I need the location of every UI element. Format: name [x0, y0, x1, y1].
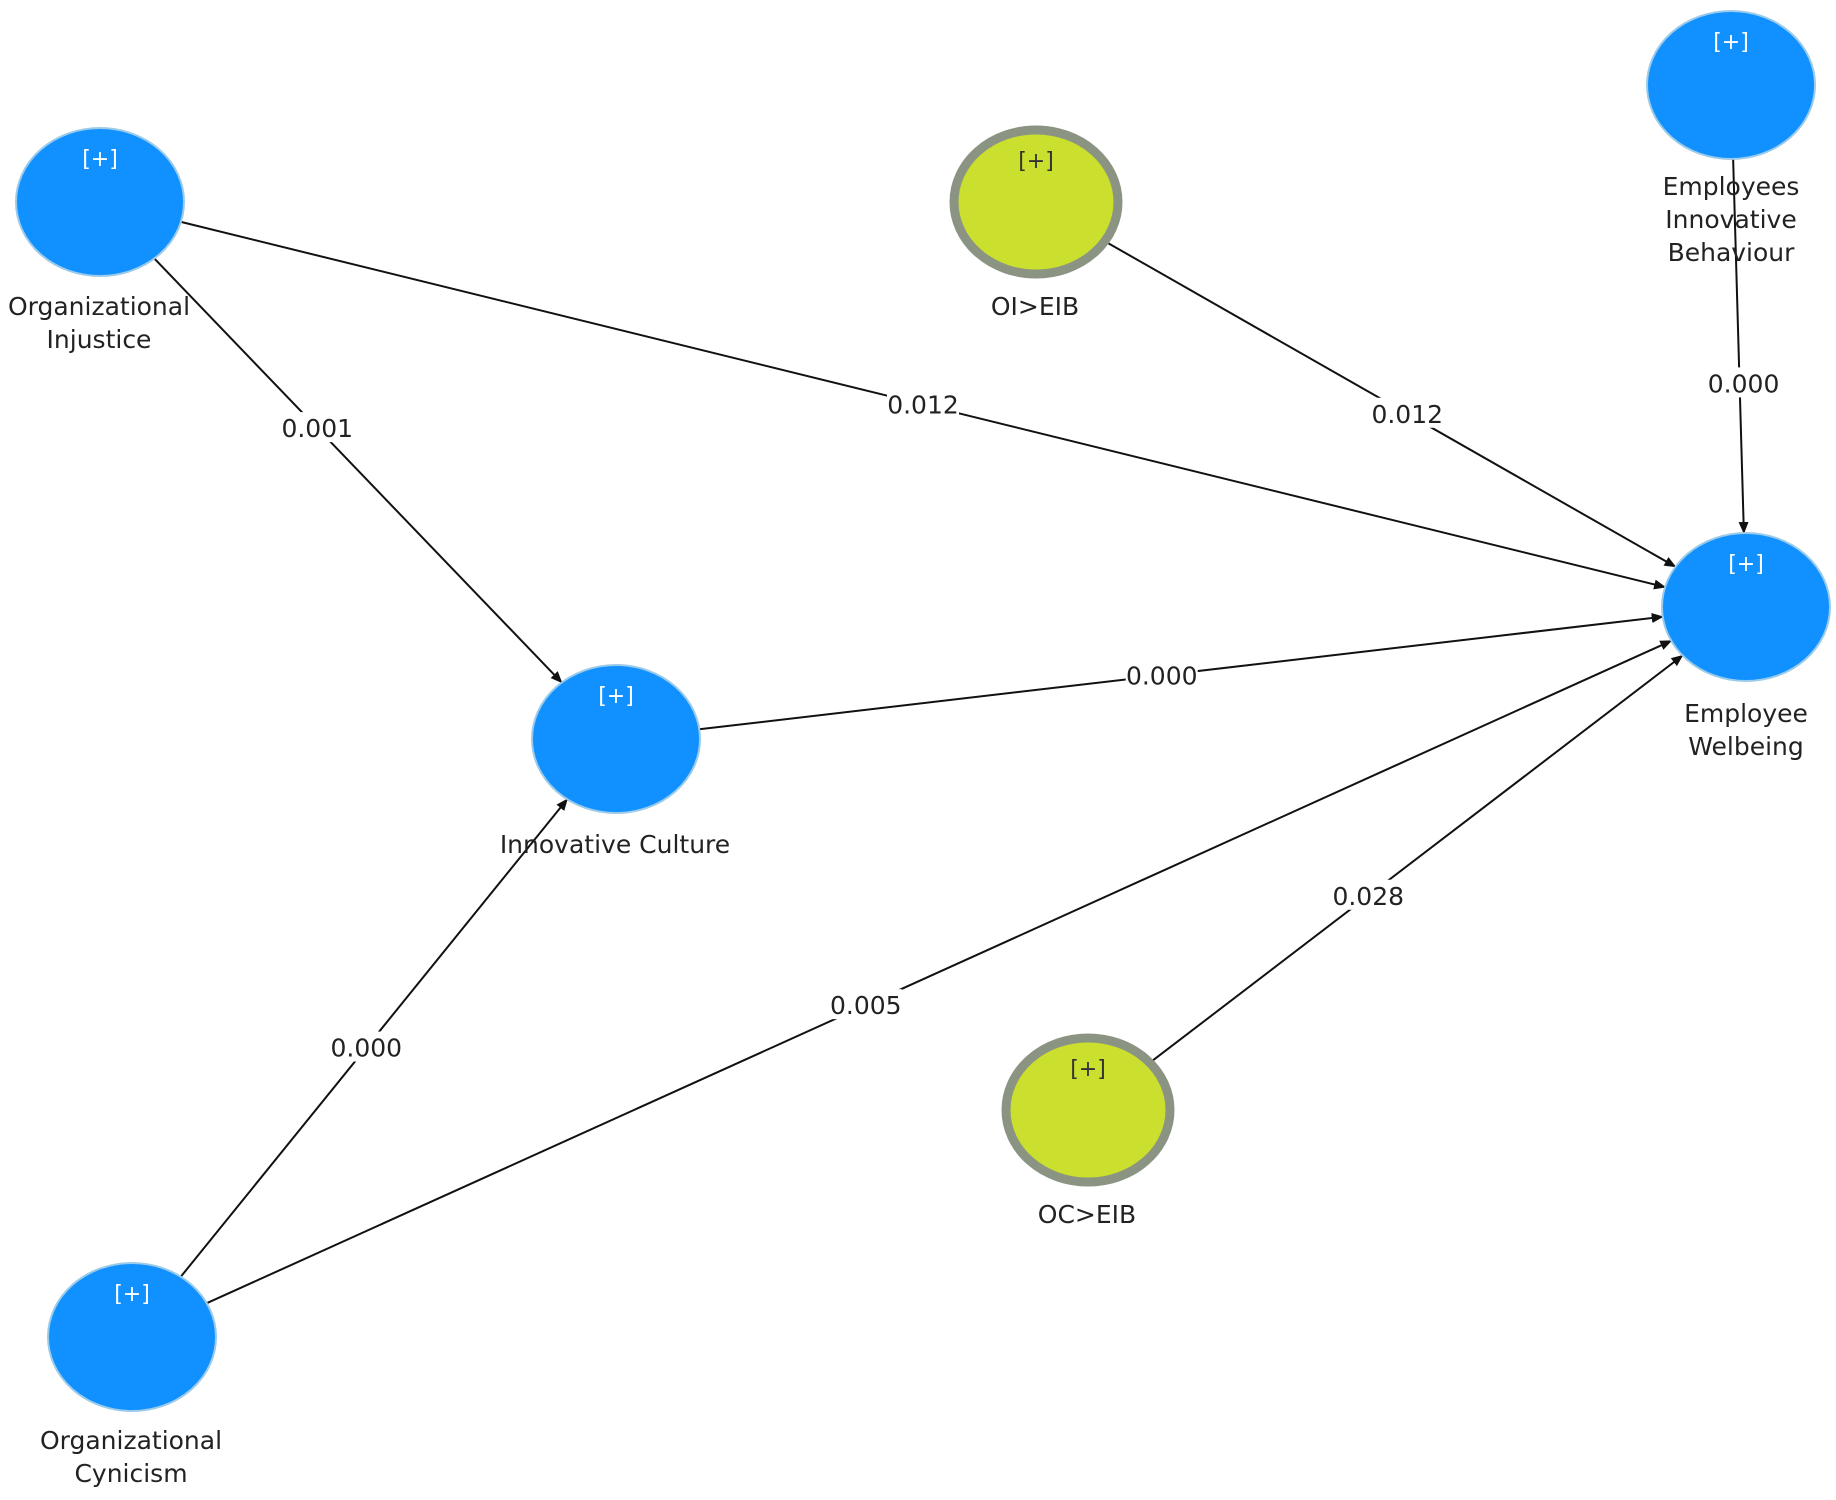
path-coefficient-label: 0.001: [281, 414, 353, 443]
path-coefficient-label: 0.012: [1371, 400, 1443, 429]
construct-ellipse[interactable]: [47, 1262, 217, 1412]
path-arrow[interactable]: [1732, 158, 1749, 535]
path-value-background: [281, 412, 354, 443]
construct-ellipse[interactable]: [1661, 532, 1831, 682]
node-label: Employee: [1684, 699, 1808, 728]
moderator-ellipse[interactable]: [949, 125, 1123, 279]
path-arrow[interactable]: [1149, 654, 1684, 1064]
path-value-background: [1371, 397, 1444, 428]
node-label: Welbeing: [1688, 732, 1804, 761]
node-oieib[interactable]: [+] OI>EIB: [949, 125, 1123, 321]
nodes-layer: [+]OrganizationalInjustice[+]Organizatio…: [8, 10, 1831, 1488]
construct-ellipse[interactable]: [15, 127, 185, 277]
construct-ellipse[interactable]: [1646, 10, 1816, 160]
node-label: Injustice: [47, 325, 152, 354]
node-label: Cynicism: [74, 1459, 187, 1488]
path-coefficient-label: 0.012: [887, 391, 959, 420]
expand-toggle[interactable]: [+]: [1018, 149, 1054, 174]
path-coefficient-label: 0.028: [1332, 882, 1404, 911]
node-label: OC>EIB: [1038, 1200, 1136, 1229]
path-value-background: [1707, 367, 1780, 398]
expand-toggle[interactable]: [+]: [1728, 552, 1764, 577]
expand-toggle[interactable]: [+]: [114, 1282, 150, 1307]
path-eib-to-ew[interactable]: 0.000: [1707, 158, 1780, 535]
path-value-background: [1125, 659, 1198, 690]
node-label: OI>EIB: [991, 292, 1079, 321]
moderator-ellipse[interactable]: [1001, 1033, 1175, 1187]
path-ic-to-ew[interactable]: 0.000: [699, 613, 1664, 731]
path-arrow[interactable]: [153, 257, 563, 684]
node-ic[interactable]: [+] Innovative Culture: [500, 664, 730, 859]
node-label: Behaviour: [1668, 238, 1796, 267]
node-label: Organizational: [40, 1426, 222, 1455]
path-value-background: [1332, 879, 1405, 910]
path-coefficient-label: 0.005: [830, 991, 902, 1020]
node-oceib[interactable]: [+] OC>EIB: [1001, 1033, 1175, 1229]
path-oc-to-ew[interactable]: 0.005: [206, 639, 1673, 1305]
path-value-background: [887, 388, 959, 419]
expand-toggle[interactable]: [+]: [598, 684, 634, 709]
construct-ellipse[interactable]: [531, 664, 701, 814]
path-coefficient-label: 0.000: [1126, 661, 1198, 690]
path-coefficient-label: 0.000: [330, 1034, 402, 1063]
edges-layer: 0.001 0.012 0.012 0.000 0.000 0.000 0.005 0.028: [153, 158, 1780, 1305]
node-label: Employees: [1663, 172, 1800, 201]
node-label: Innovative Culture: [500, 830, 730, 859]
path-arrow[interactable]: [206, 639, 1673, 1305]
expand-toggle[interactable]: [+]: [1713, 30, 1749, 55]
path-oieib-to-ew[interactable]: 0.012: [1104, 240, 1677, 568]
expand-toggle[interactable]: [+]: [1070, 1057, 1106, 1082]
path-oceib-to-ew[interactable]: 0.028: [1149, 654, 1684, 1064]
node-label: Innovative: [1665, 205, 1796, 234]
node-label: Organizational: [8, 292, 190, 321]
path-value-background: [829, 989, 902, 1020]
path-oi-to-ic[interactable]: 0.001: [153, 257, 563, 684]
path-coefficient-label: 0.000: [1708, 369, 1780, 398]
expand-toggle[interactable]: [+]: [82, 147, 118, 172]
path-oc-to-ic[interactable]: 0.000: [179, 798, 569, 1278]
path-oi-to-ew[interactable]: 0.012: [180, 220, 1667, 590]
path-value-background: [330, 1031, 403, 1062]
